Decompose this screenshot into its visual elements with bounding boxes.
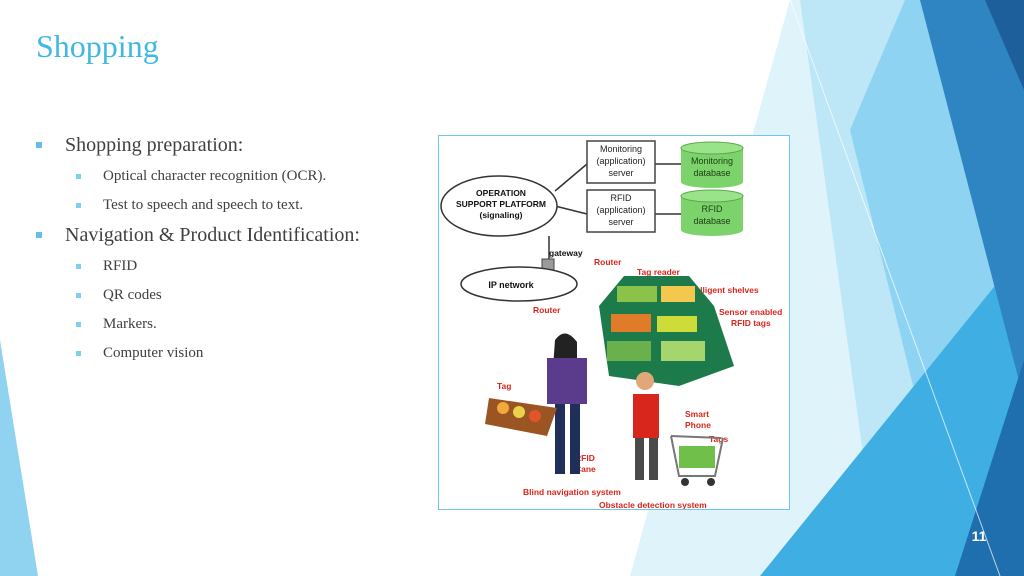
blind-navigation-label: Blind navigation system — [523, 487, 621, 497]
bullet-level2: Markers. — [36, 310, 426, 339]
page-number: 11 — [971, 528, 987, 544]
bullet-level1: Navigation & Product Identification: — [36, 220, 426, 250]
cart-tags-label: Tags — [709, 434, 728, 444]
monitoring-server-label: (application) — [596, 156, 645, 166]
intelligent-shelves-illustration — [599, 276, 734, 386]
tag-label: Tag — [497, 381, 511, 391]
bullet-text: Computer vision — [103, 345, 204, 361]
bullet-list: Shopping preparation: Optical character … — [36, 130, 426, 368]
monitoring-database-cylinder: Monitoring database — [680, 141, 744, 188]
bullet-marker — [76, 203, 81, 208]
monitoring-server-box — [586, 140, 656, 184]
bullet-marker — [36, 232, 42, 238]
bullet-text: QR codes — [103, 287, 162, 303]
bullet-text: RFID — [103, 258, 138, 274]
bullet-marker — [76, 174, 81, 179]
platform-label: OPERATION — [476, 188, 526, 198]
sensor-tags-label: Sensor enabled — [719, 307, 782, 317]
system-diagram-image: Monitoring (application) server RFID (ap… — [438, 135, 790, 510]
rfid-cane-label: RFID — [575, 453, 595, 463]
platform-label: (signaling) — [480, 210, 523, 220]
rfid-db-label: database — [693, 216, 730, 226]
rfid-server-box — [586, 189, 656, 233]
right-decor-corner — [985, 0, 1024, 90]
rfid-server-label: server — [608, 217, 633, 227]
intelligent-shelves-label: Intelligent shelves — [685, 285, 759, 295]
monitoring-db-label: Monitoring — [691, 156, 733, 166]
platform-label: SUPPORT PLATFORM — [456, 199, 546, 209]
ip-network-label: IP network — [488, 280, 534, 290]
router-label: Router — [594, 257, 622, 267]
right-decor-blue — [760, 250, 1024, 576]
sensor-tags-label: RFID tags — [731, 318, 771, 328]
right-decor-dark-bottom — [955, 360, 1024, 576]
bullet-text: Navigation & Product Identification: — [65, 224, 360, 246]
smart-phone-label: Phone — [685, 420, 711, 430]
bullet-marker — [36, 142, 42, 148]
shopper-man-illustration — [633, 372, 724, 486]
tag-reader-label: Tag reader — [637, 267, 681, 277]
bullet-text: Test to speech and speech to text. — [103, 197, 304, 213]
router-label: Router — [533, 305, 561, 315]
bullet-text: Shopping preparation: — [65, 134, 244, 156]
rfid-database-cylinder: RFID database — [680, 189, 744, 236]
system-diagram: Monitoring (application) server RFID (ap… — [440, 140, 782, 509]
bullet-marker — [76, 322, 81, 327]
monitoring-server-label: Monitoring — [600, 144, 642, 154]
monitoring-server-label: server — [608, 168, 633, 178]
bullet-text: Optical character recognition (OCR). — [103, 168, 327, 184]
monitoring-db-label: database — [693, 168, 730, 178]
ip-network-cloud: IP network — [460, 266, 578, 302]
bullet-level2: Computer vision — [36, 339, 426, 368]
bullet-level1: Shopping preparation: — [36, 130, 426, 160]
bullet-level2: QR codes — [36, 281, 426, 310]
right-decor-dark-top — [920, 0, 1024, 400]
shopper-woman-illustration — [485, 333, 587, 474]
rfid-cane-label: Cane — [575, 464, 596, 474]
smart-phone-label: Smart — [685, 409, 709, 419]
operation-platform-cloud: OPERATION SUPPORT PLATFORM (signaling) — [440, 175, 558, 237]
decor-line — [789, 0, 1001, 576]
obstacle-detection-label: Obstacle detection system — [599, 500, 707, 509]
left-decor-triangle — [0, 340, 38, 576]
bullet-level2: RFID — [36, 252, 426, 281]
bullet-marker — [76, 293, 81, 298]
bullet-level2: Optical character recognition (OCR). — [36, 162, 426, 191]
bullet-marker — [76, 351, 81, 356]
bullet-level2: Test to speech and speech to text. — [36, 191, 426, 220]
slide-title: Shopping — [36, 28, 159, 64]
rfid-server-label: RFID — [611, 193, 632, 203]
gateway-label: gateway — [549, 248, 583, 258]
rfid-db-label: RFID — [702, 204, 723, 214]
bullet-marker — [76, 264, 81, 269]
rfid-server-label: (application) — [596, 205, 645, 215]
bullet-text: Markers. — [103, 316, 157, 332]
